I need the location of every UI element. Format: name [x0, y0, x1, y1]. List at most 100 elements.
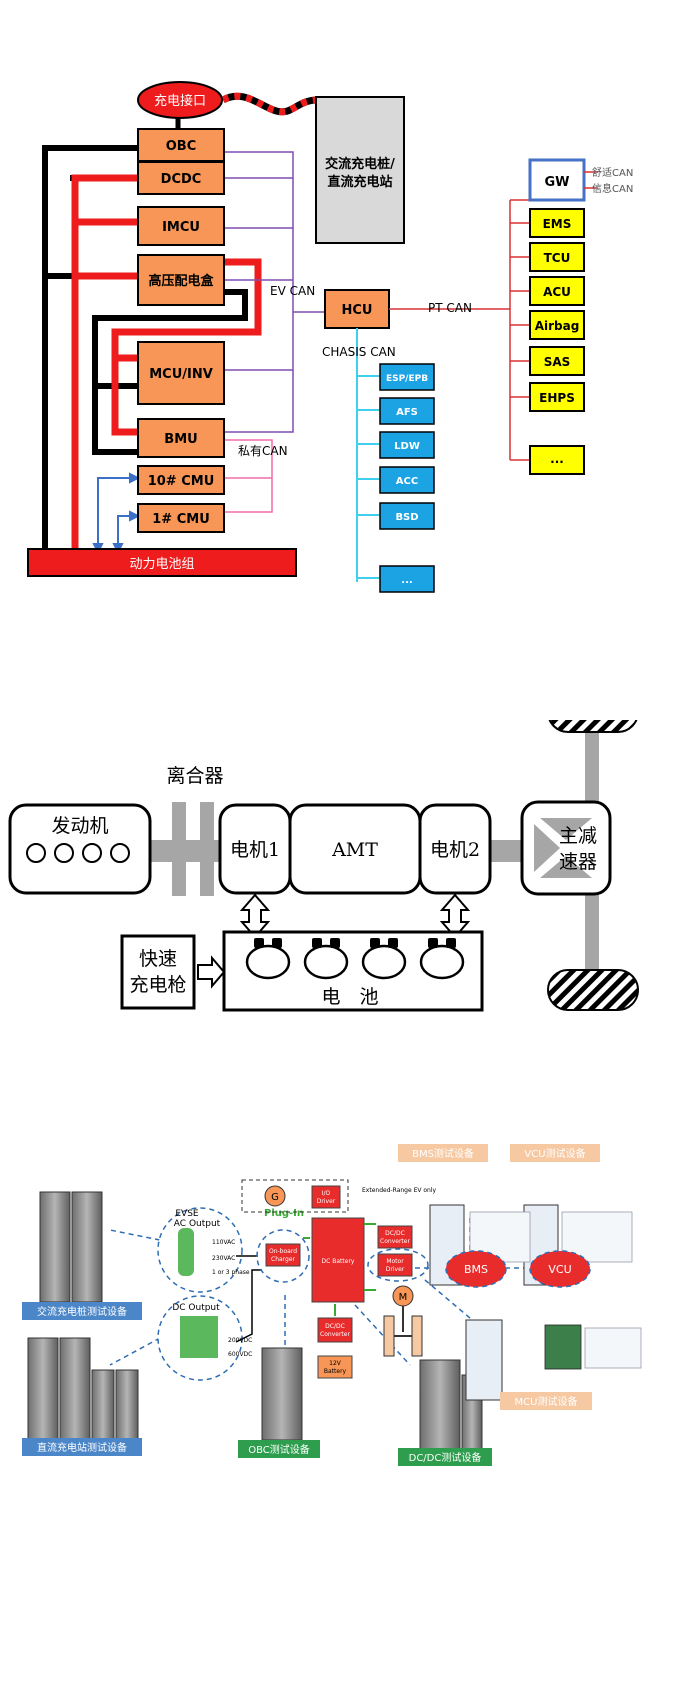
generator-icon: [264, 1185, 286, 1207]
dcdc-test-caption: DC/DC测试设备: [409, 1451, 482, 1464]
cmu-feed-arrows: [92, 472, 141, 555]
charging-station-label-line1: 交流充电桩/: [325, 156, 395, 172]
hcu-label: HCU: [342, 303, 373, 318]
private-can-label: 私有CAN: [238, 444, 288, 458]
fast-charge-label-line1: 快速: [139, 948, 177, 970]
pt-node-label: TCU: [544, 251, 571, 265]
airbag-node: [529, 310, 585, 340]
mcu-hardware-board: [544, 1324, 582, 1370]
amt-label: AMT: [331, 839, 378, 861]
clutch-label: 离合器: [166, 765, 223, 787]
ac-station-test-caption: 交流充电桩测试设备: [37, 1305, 127, 1318]
ac-voltage-label: 110VAC: [212, 1239, 235, 1246]
mcu-test-caption-box: [500, 1392, 592, 1410]
onboard-charger-circle: [256, 1229, 310, 1283]
ldw-node: [379, 431, 435, 459]
charge-port-node: [137, 81, 223, 119]
dc-test-cabinet: [27, 1337, 59, 1449]
engine-cylinders: [26, 843, 130, 863]
obc-test-caption-box: [238, 1440, 320, 1458]
right-wheel-icon: [411, 1315, 423, 1357]
imcu-node: [137, 206, 225, 246]
dcdc-bottom-label: Converter: [320, 1331, 350, 1338]
gw-label: GW: [544, 175, 569, 190]
dcdc-test-cabinet: [419, 1359, 461, 1451]
chassis-node-label: AFS: [396, 407, 418, 418]
clutch-plate-right: [200, 802, 214, 896]
tcu-node: [529, 242, 585, 272]
plug-in-cables: [235, 1255, 262, 1343]
motor2-label: 电机2: [430, 839, 480, 861]
chassis-node-label: BSD: [395, 512, 418, 523]
chassis-nodes: [379, 363, 435, 593]
sas-node: [529, 346, 585, 376]
front-wheel: [548, 720, 638, 733]
gw-node: [528, 158, 586, 202]
dc-station-test-caption-box: [22, 1438, 142, 1456]
chassis-more-node: [379, 565, 435, 593]
gw-info-can-label: 信息CAN: [592, 182, 633, 195]
battery-terminals: [254, 938, 456, 948]
ac-station-test-caption-box: [22, 1302, 142, 1320]
dcdc-test-caption-box: [398, 1448, 492, 1466]
battery-12v-block: [317, 1355, 353, 1379]
dcdc-top-block: [377, 1225, 413, 1249]
clutch-plate-left: [172, 802, 186, 896]
obc-test-cabinet: [261, 1347, 303, 1441]
dcdc-top-label: DC/DC: [385, 1230, 405, 1237]
battery-pack-node: [27, 548, 297, 577]
dcdc-node: [137, 161, 225, 195]
engine-node: [8, 803, 152, 895]
powertrain-diagram: 离合器 发动机 电机1 AMT 电机2 主减 速器 快速 充电枪: [8, 720, 639, 1012]
battery-pack-label: 动力电池组: [129, 557, 194, 572]
pt-node-label: EMS: [543, 217, 572, 231]
final-drive-gear: [540, 818, 592, 840]
dc-charger-icon: [180, 1316, 218, 1358]
acc-node: [379, 466, 435, 494]
test-equipment-diagram: 交流充电桩测试设备 直流充电站测试设备 OBC测试设备 DC/DC测试设备 BM…: [22, 1144, 642, 1466]
bms-test-caption-box: [398, 1144, 488, 1162]
mcu-software-screens: [584, 1327, 642, 1369]
motor2-node: [418, 803, 492, 895]
pt-can-bus: [389, 199, 530, 461]
onboard-charger-label: On-board: [269, 1248, 297, 1255]
chassis-node-label: ...: [401, 575, 412, 586]
green-flow-arrows: [303, 1223, 376, 1316]
final-drive-label-line2: 速器: [559, 851, 597, 873]
cmu10-label: 10# CMU: [148, 474, 215, 489]
battery-12v-label: Battery: [324, 1368, 347, 1375]
power-electronics: [265, 1185, 413, 1343]
left-wheel-icon: [383, 1315, 395, 1357]
mcu-test-cabinet: [465, 1319, 503, 1401]
afs-node: [379, 397, 435, 425]
generator-label: G: [271, 1192, 279, 1203]
engine-label: 发动机: [51, 815, 108, 837]
rear-wheel: [547, 969, 639, 1011]
pt-can-label: PT CAN: [428, 301, 472, 315]
motor1-label: 电机1: [230, 839, 280, 861]
motor-driver-label: Motor: [386, 1258, 404, 1265]
ecu-boxes: [137, 128, 225, 533]
ac-voltage-label: 1 or 3 phase: [212, 1269, 250, 1276]
test-cabinets: [27, 1191, 559, 1451]
cmu1-label: 1# CMU: [152, 512, 210, 527]
mcu-inv-node: [137, 341, 225, 405]
pt-node-label: SAS: [544, 355, 571, 369]
motor-label: M: [399, 1292, 408, 1303]
motor-driver-label: Driver: [386, 1266, 405, 1273]
battery-cells: [245, 944, 465, 980]
pt-more-node: [529, 445, 585, 475]
pt-node-label: ACU: [543, 285, 571, 299]
chassis-node-label: LDW: [394, 441, 420, 452]
ev-can-bus: [222, 151, 325, 433]
obc-test-caption: OBC测试设备: [248, 1443, 310, 1456]
io-driver-label: Driver: [317, 1198, 336, 1205]
pt-node-label: Airbag: [535, 319, 580, 333]
fast-charge-node: [120, 934, 196, 1010]
chassis-can-bus: [356, 328, 380, 582]
bmu-label: BMU: [164, 432, 197, 447]
dc-battery-label: DC Battery: [322, 1258, 355, 1265]
dcdc-bottom-label: DC/DC: [325, 1323, 345, 1330]
onboard-charger-label: Charger: [271, 1256, 296, 1263]
dcdc-top-label: Converter: [380, 1238, 410, 1245]
